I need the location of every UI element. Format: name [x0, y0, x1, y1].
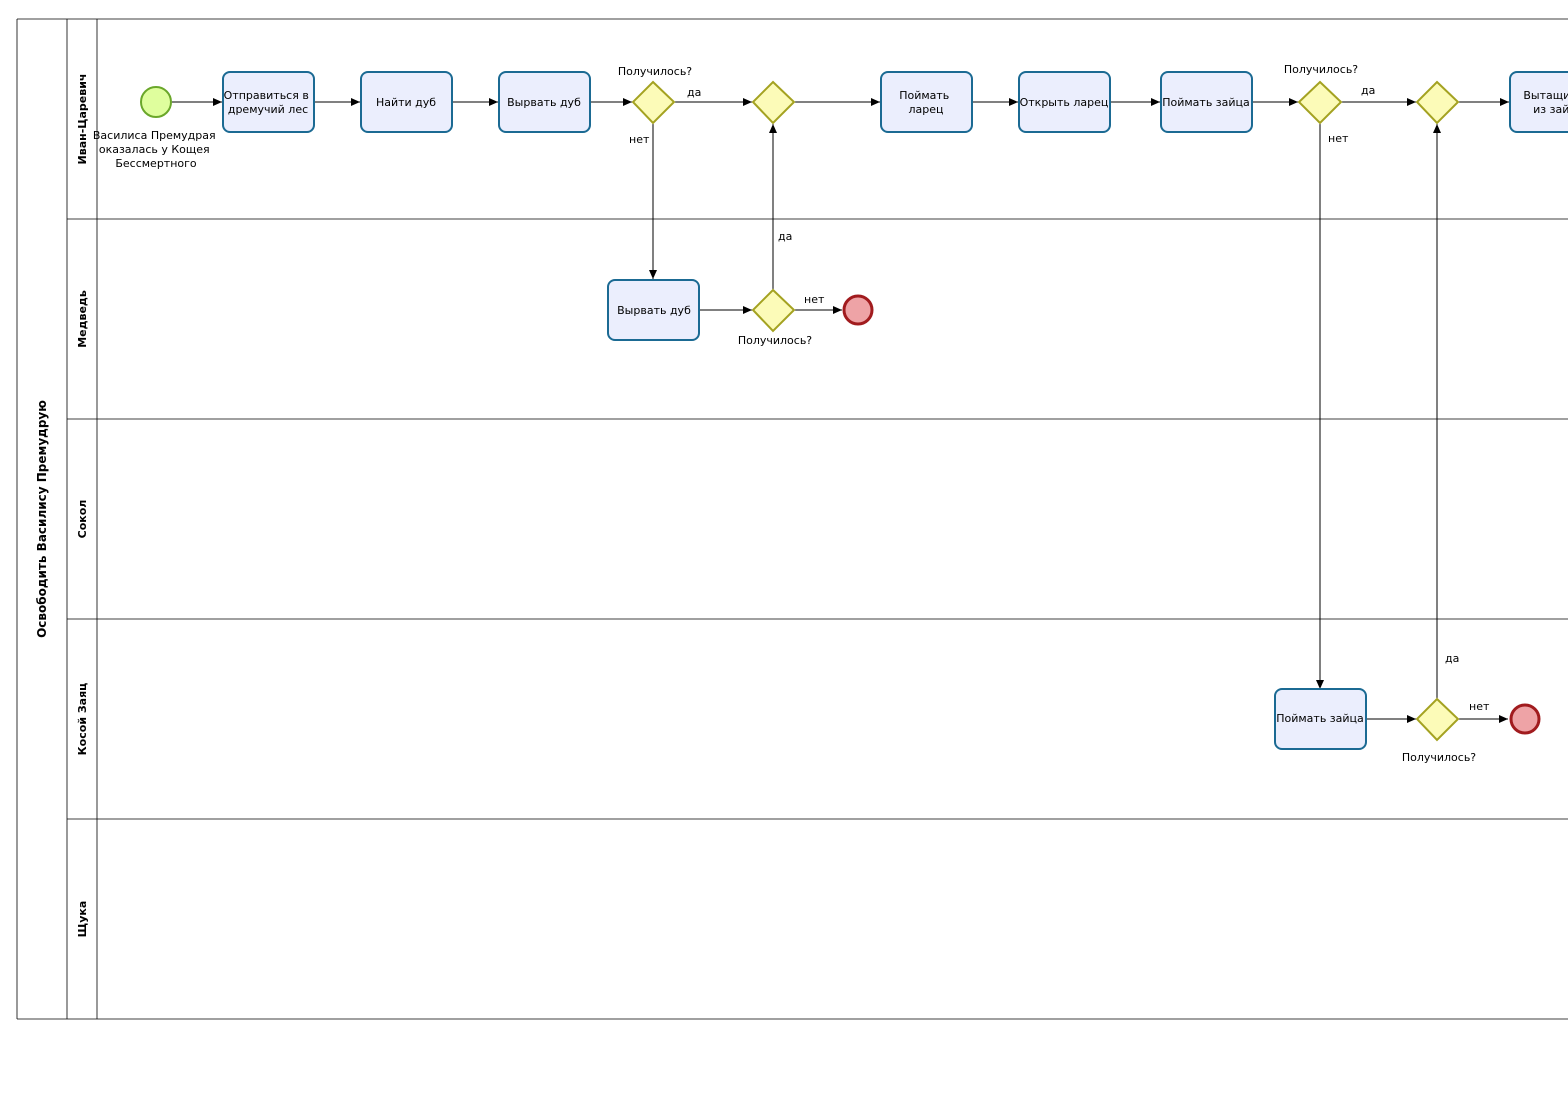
task-box[interactable]: [880, 71, 973, 133]
task-h1[interactable]: Поймать зайца: [1274, 688, 1367, 750]
gateway-label: Получилось?: [1402, 751, 1476, 764]
task-label: Отправиться в дремучий лес: [224, 89, 313, 116]
flow-labels: да нет да нет да нет да нет: [629, 84, 1490, 713]
lane-title-pike: Щука: [76, 901, 89, 938]
lane-titles: Иван-Царевич Медведь Сокол Косой Заяц Щу…: [76, 74, 89, 938]
gateway-g5[interactable]: Получилось?: [1284, 63, 1358, 125]
gateway-label: Получилось?: [1284, 63, 1358, 76]
task-box[interactable]: [360, 71, 453, 133]
gateway-diamond[interactable]: [751, 288, 796, 333]
task-t2[interactable]: Найти дуб: [360, 71, 453, 133]
task-label: Найти дуб: [376, 96, 436, 109]
pool: Освободить Василису Премудрую: [16, 18, 1568, 1020]
gateway-label: Получилось?: [618, 65, 692, 78]
gateway-g6[interactable]: Получилось?: [1402, 697, 1476, 764]
start-event[interactable]: Василиса Премудрая оказалась у Кощея Бес…: [93, 86, 219, 170]
task-t6[interactable]: Поймать зайца: [1160, 71, 1253, 133]
end-event-hare[interactable]: [1509, 703, 1541, 735]
start-event-circle[interactable]: [140, 86, 172, 118]
gateway-g1[interactable]: Получилось?: [618, 65, 692, 125]
lane-title-bear: Медведь: [76, 290, 89, 348]
task-label: Вырвать дуб: [617, 304, 691, 317]
flow-label-yes: да: [687, 86, 701, 99]
end-event-circle[interactable]: [842, 294, 874, 326]
flow-label-no: нет: [1328, 132, 1349, 145]
task-box[interactable]: [1274, 688, 1367, 750]
flow-label-yes: да: [1445, 652, 1459, 665]
gateway-diamond[interactable]: [1297, 80, 1343, 125]
flow-label-no: нет: [804, 293, 825, 306]
pool-title: Освободить Василису Премудрую: [35, 400, 49, 638]
task-label: Поймать ларец: [899, 89, 953, 116]
lane-title-falcon: Сокол: [76, 500, 89, 539]
gateway-g3[interactable]: Получилось?: [738, 288, 812, 347]
gateway-diamond[interactable]: [1415, 80, 1460, 125]
end-event-bear[interactable]: [842, 294, 874, 326]
task-label: Вырвать дуб: [507, 96, 581, 109]
task-t1[interactable]: Отправиться в дремучий лес: [222, 71, 315, 133]
task-t5[interactable]: Открыть ларец: [1018, 71, 1111, 133]
gateway-g4[interactable]: [1415, 80, 1460, 125]
sequence-flows: [172, 98, 1509, 723]
task-box[interactable]: [1160, 71, 1253, 133]
flow-label-yes: да: [778, 230, 792, 243]
flow-label-no: нет: [629, 133, 650, 146]
task-label: Вытащить из зайц: [1523, 89, 1568, 116]
task-b1[interactable]: Вырвать дуб: [607, 279, 700, 341]
task-label: Открыть ларец: [1020, 96, 1109, 109]
end-event-circle[interactable]: [1509, 703, 1541, 735]
lane-title-hare: Косой Заяц: [76, 683, 89, 756]
flow-label-no: нет: [1469, 700, 1490, 713]
task-box[interactable]: [1018, 71, 1111, 133]
gateway-label: Получилось?: [738, 334, 812, 347]
task-box[interactable]: [222, 71, 315, 133]
task-box[interactable]: [607, 279, 700, 341]
task-box[interactable]: [1509, 71, 1568, 133]
task-t4[interactable]: Поймать ларец: [880, 71, 973, 133]
gateway-diamond[interactable]: [1415, 697, 1460, 742]
task-label: Поймать зайца: [1276, 712, 1364, 725]
gateway-diamond[interactable]: [631, 80, 676, 125]
start-event-label: Василиса Премудрая оказалась у Кощея Бес…: [93, 129, 219, 170]
gateway-diamond[interactable]: [751, 80, 796, 125]
task-box[interactable]: [498, 71, 591, 133]
gateway-g2[interactable]: [751, 80, 796, 125]
task-t7[interactable]: Вытащить из зайц: [1509, 71, 1568, 133]
flow-label-yes: да: [1361, 84, 1375, 97]
task-t3[interactable]: Вырвать дуб: [498, 71, 591, 133]
lane-title-ivan: Иван-Царевич: [76, 74, 89, 165]
task-label: Поймать зайца: [1162, 96, 1250, 109]
